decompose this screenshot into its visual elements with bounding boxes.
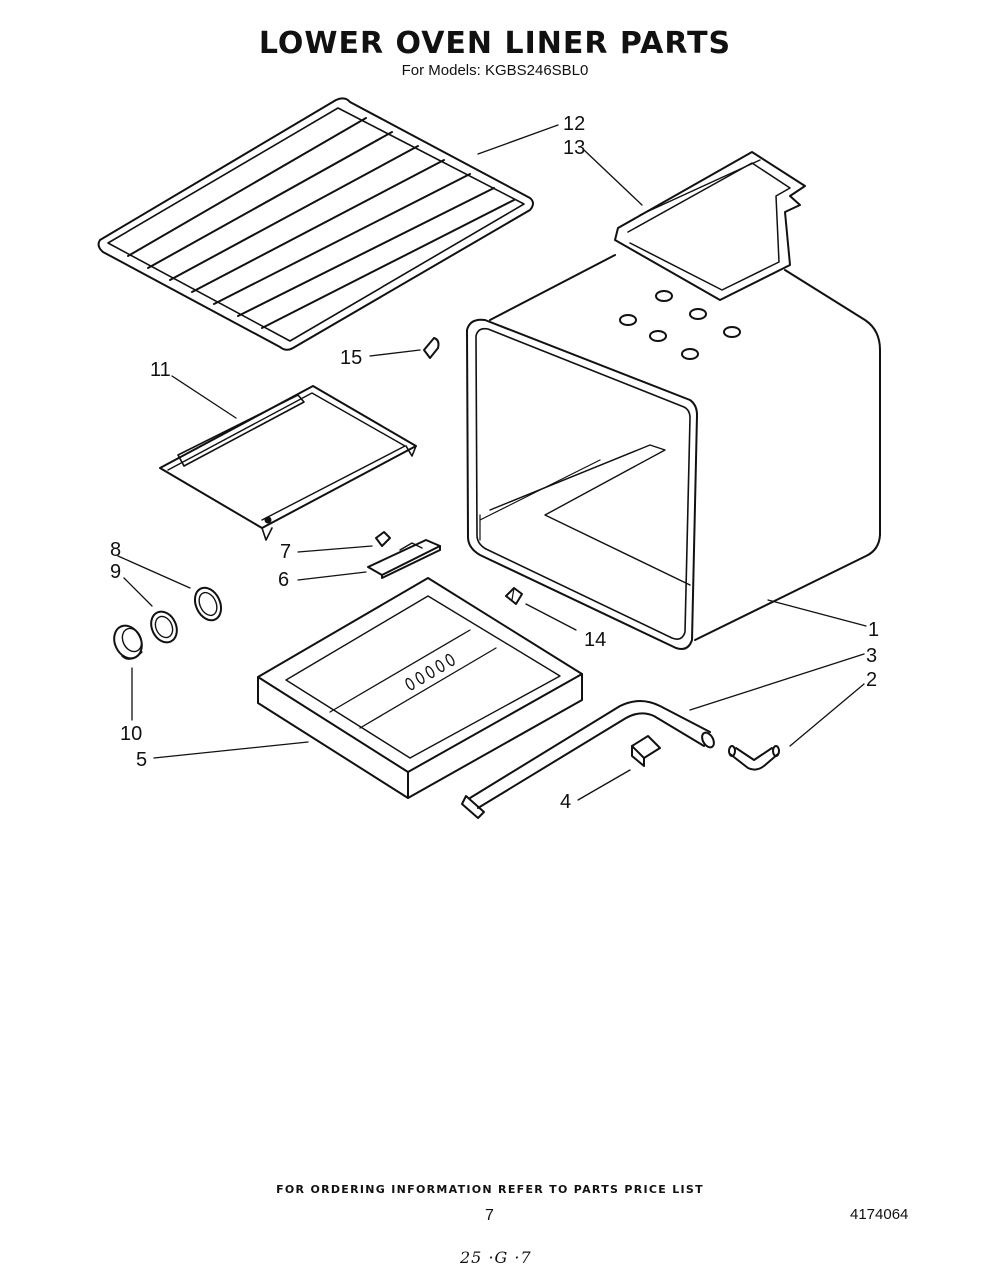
elbow-fitting-part-2	[728, 745, 780, 771]
callout-14: 14	[584, 629, 606, 651]
burner-tube-part-3	[461, 700, 715, 819]
callout-labels: 12 13 15 11 8 9 7 6 14 1 3 2 10 5 4	[110, 113, 879, 813]
bracket-part-6	[367, 539, 441, 579]
callout-8: 8	[110, 539, 121, 561]
callout-9: 9	[110, 561, 121, 583]
clip-part-15	[423, 337, 440, 359]
callout-15: 15	[340, 347, 362, 369]
callout-5: 5	[136, 749, 147, 771]
callout-6: 6	[278, 569, 289, 591]
callout-2: 2	[866, 669, 877, 691]
clip-part-14	[505, 587, 523, 605]
callout-13: 13	[563, 137, 585, 159]
oven-rack-part-12	[97, 97, 534, 351]
ring-part-8	[193, 586, 223, 622]
callout-10: 10	[120, 723, 142, 745]
baffle-part-13	[614, 151, 806, 301]
document-number: 4174064	[850, 1206, 909, 1223]
callout-4: 4	[560, 791, 571, 813]
bracket-part-7	[375, 531, 391, 547]
leader-lines	[117, 124, 867, 801]
handwritten-note: 25 ·G ·7	[460, 1248, 532, 1267]
oven-liner-part-1	[466, 254, 881, 650]
shield-part-11	[159, 385, 417, 541]
callout-12: 12	[563, 113, 585, 135]
page-title: LOWER OVEN LINER PARTS	[258, 26, 732, 61]
model-subtitle: For Models: KGBS246SBL0	[401, 62, 589, 79]
bottom-pan-part-5	[257, 577, 583, 799]
bracket-part-4	[631, 735, 661, 767]
ring-part-9	[150, 610, 178, 644]
callout-11: 11	[150, 359, 171, 381]
page-number: 7	[485, 1207, 494, 1224]
callout-7: 7	[280, 541, 291, 563]
callout-1: 1	[868, 619, 879, 641]
ordering-info-footer: FOR ORDERING INFORMATION REFER TO PARTS …	[276, 1183, 704, 1196]
callout-3: 3	[866, 645, 877, 667]
knob-part-10	[113, 624, 143, 660]
